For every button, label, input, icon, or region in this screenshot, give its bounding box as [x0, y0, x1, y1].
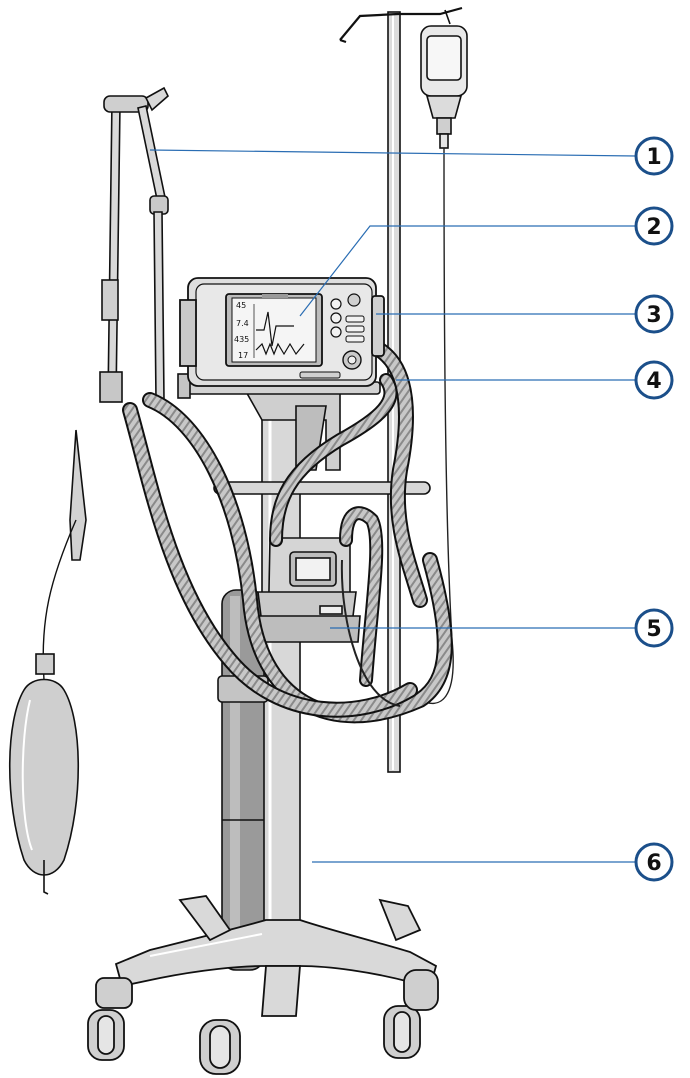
callout-label: 1	[646, 145, 661, 170]
screen-readout: 17	[238, 351, 248, 360]
ventilator-unit	[179, 277, 385, 387]
iv-bag	[419, 9, 468, 704]
screen-readout: 7.4	[236, 319, 249, 328]
callout-2: 2	[634, 206, 674, 246]
cart-handle-bar	[213, 481, 431, 495]
screen-readouts: 45 7.4 435 17	[234, 301, 249, 360]
cart-base	[114, 895, 438, 1017]
callout-3: 3	[634, 294, 674, 334]
callout-6: 6	[634, 842, 674, 882]
resuscitation-bag	[8, 429, 87, 895]
breathing-circuit-tubes	[122, 342, 453, 724]
casters	[87, 969, 439, 1075]
screen-readout: 45	[236, 301, 246, 310]
callout-label: 2	[646, 215, 661, 240]
circuit-support-arm	[99, 86, 169, 403]
callout-5: 5	[634, 608, 674, 648]
humidifier	[254, 537, 361, 643]
leader-line-1	[149, 149, 637, 157]
screen-readout: 435	[234, 335, 249, 344]
callout-1: 1	[634, 136, 674, 176]
callout-4: 4	[634, 360, 674, 400]
callout-label: 5	[646, 617, 661, 642]
leader-line-2	[299, 225, 636, 317]
leader-lines	[149, 149, 637, 863]
callout-label: 4	[646, 369, 661, 394]
callout-label: 3	[646, 303, 661, 328]
callout-label: 6	[646, 851, 661, 876]
callout-markers: 1 2 3 4 5 6	[634, 136, 674, 882]
